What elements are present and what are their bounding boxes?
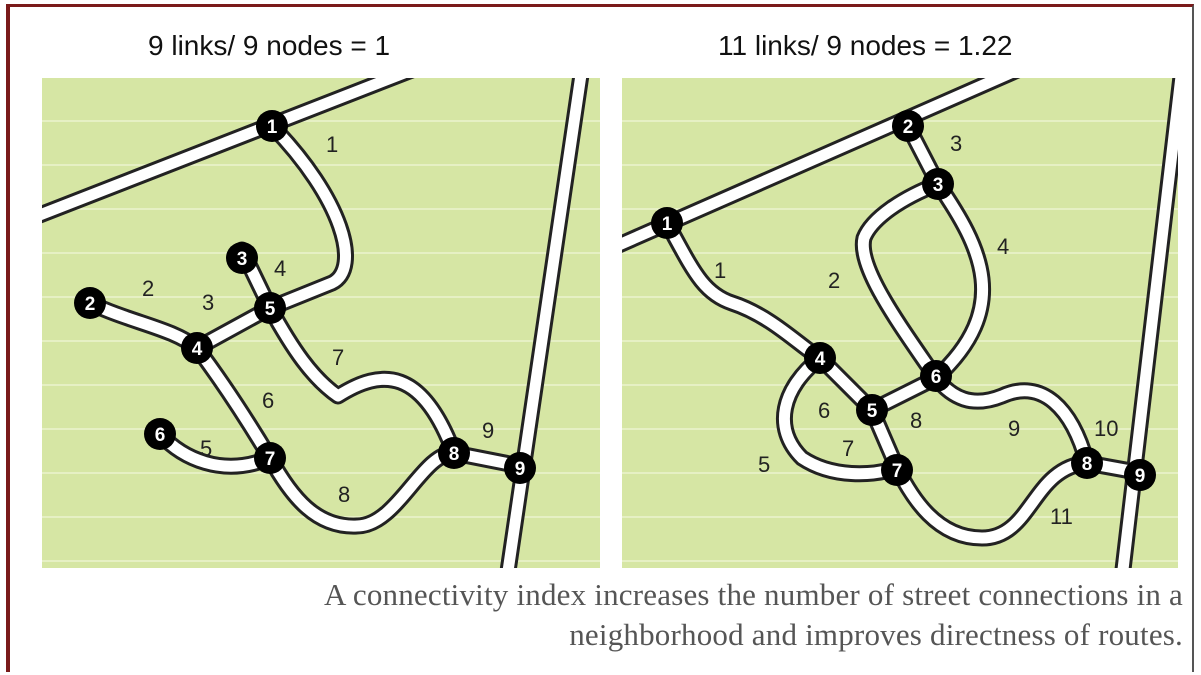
svg-text:5: 5 (867, 401, 878, 422)
right-link-label: 3 (950, 131, 962, 156)
svg-text:5: 5 (265, 299, 276, 320)
svg-text:4: 4 (192, 339, 203, 360)
right-network-diagram: 1 2 3 4 5 6 7 8 9 10 11 1 2 3 4 5 6 7 8 … (622, 78, 1178, 568)
right-node: 6 (920, 360, 952, 392)
svg-text:1: 1 (662, 214, 673, 235)
left-link-label: 4 (274, 256, 286, 281)
left-node: 2 (74, 287, 106, 319)
svg-text:7: 7 (265, 449, 276, 470)
right-nodes: 1 2 3 4 5 6 7 8 9 (651, 110, 1156, 491)
svg-text:6: 6 (931, 367, 942, 388)
left-node: 6 (144, 418, 176, 450)
right-node: 9 (1124, 459, 1156, 491)
right-link-label: 10 (1094, 416, 1118, 441)
left-link-label: 7 (332, 345, 344, 370)
right-panel-title: 11 links/ 9 nodes = 1.22 (718, 30, 1013, 61)
caption-line-1: A connectivity index increases the numbe… (324, 577, 1183, 612)
left-link-label: 3 (202, 290, 214, 315)
left-link-label: 8 (338, 482, 350, 507)
right-node: 3 (922, 168, 954, 200)
left-node: 5 (254, 292, 286, 324)
left-link-label: 9 (482, 418, 494, 443)
left-network-diagram: 1 2 3 4 5 6 7 8 9 1 2 3 4 5 6 7 8 9 (42, 78, 600, 568)
right-link-labels: 1 2 3 4 5 6 7 8 9 10 11 (714, 131, 1118, 529)
right-link-label: 11 (1050, 504, 1073, 529)
right-link-label: 1 (714, 258, 726, 283)
right-link-label: 4 (997, 234, 1009, 259)
left-node: 8 (438, 437, 470, 469)
right-link-label: 2 (828, 268, 840, 293)
left-link-label: 2 (142, 276, 154, 301)
figure-frame (6, 4, 1194, 672)
svg-text:3: 3 (237, 249, 248, 270)
right-node: 7 (881, 454, 913, 486)
left-nodes: 1 2 3 4 5 6 7 8 9 (74, 110, 536, 484)
svg-text:8: 8 (1082, 454, 1093, 475)
left-node: 7 (254, 442, 286, 474)
right-link-label: 9 (1008, 416, 1020, 441)
right-node: 2 (892, 110, 924, 142)
svg-text:9: 9 (1135, 466, 1146, 487)
left-node: 1 (256, 110, 288, 142)
right-link-label: 7 (842, 436, 854, 461)
right-node: 1 (651, 207, 683, 239)
right-link-label: 5 (758, 452, 770, 477)
left-link-label: 1 (326, 132, 338, 157)
left-node: 9 (504, 452, 536, 484)
left-panel-title: 9 links/ 9 nodes = 1 (148, 30, 391, 61)
left-node: 3 (226, 242, 258, 274)
svg-text:6: 6 (155, 425, 166, 446)
right-node: 5 (856, 394, 888, 426)
svg-text:3: 3 (933, 175, 944, 196)
right-link-label: 8 (910, 408, 922, 433)
svg-text:8: 8 (449, 444, 460, 465)
left-node: 4 (181, 332, 213, 364)
right-node: 8 (1071, 447, 1103, 479)
svg-text:4: 4 (815, 349, 826, 370)
svg-text:1: 1 (267, 117, 278, 138)
right-link-label: 6 (818, 398, 830, 423)
left-link-label: 6 (262, 388, 274, 413)
caption-line-2: neighborhood and improves directness of … (569, 617, 1183, 652)
right-node: 4 (804, 342, 836, 374)
svg-text:2: 2 (903, 117, 914, 138)
svg-text:7: 7 (892, 461, 903, 482)
left-link-labels: 1 2 3 4 5 6 7 8 9 (142, 132, 494, 507)
svg-text:2: 2 (85, 294, 96, 315)
svg-text:9: 9 (515, 459, 526, 480)
left-link-label: 5 (200, 436, 212, 461)
